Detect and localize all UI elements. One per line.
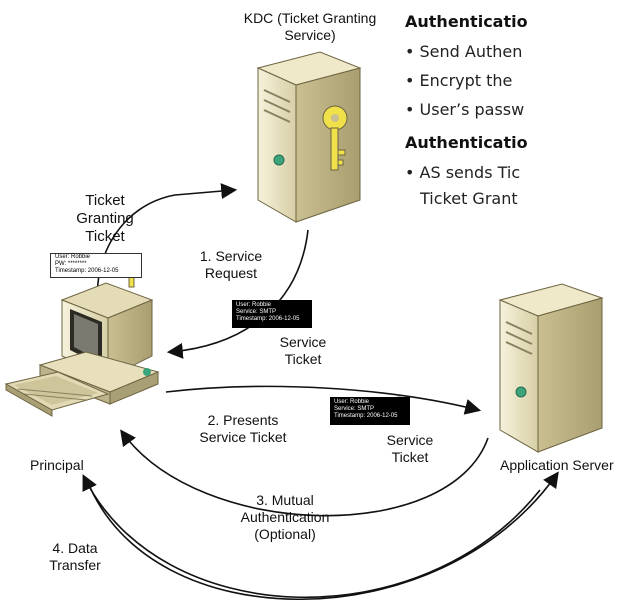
- service-ticket-2-service: Service: SMTP: [334, 406, 375, 412]
- notes-heading-2: Authenticatio: [405, 133, 528, 152]
- step3-line1: 3. Mutual: [256, 492, 314, 508]
- service-ticket-2-label-line1: Service: [386, 432, 434, 448]
- step1-line1: 1. Service: [199, 248, 263, 264]
- tgt-ticket-pw: PW: ********: [55, 261, 87, 267]
- tgt-label-line2: Granting: [76, 210, 134, 227]
- step2-label: 2. Presents Service Ticket: [178, 412, 308, 446]
- principal-label: Principal: [30, 457, 84, 473]
- notes-heading-1: Authenticatio: [405, 12, 528, 31]
- step2-line1: 2. Presents: [207, 412, 279, 428]
- notes-bullet-1: • Send Authen: [405, 42, 523, 61]
- service-ticket-2-label-line2: Ticket: [391, 449, 429, 465]
- service-ticket-2-user: User: Robbie: [334, 399, 370, 405]
- service-ticket-2-card: User: Robbie Service: SMTP Timestamp: 20…: [330, 397, 410, 425]
- arrow-present-ticket: [165, 385, 482, 415]
- notes-bullet-5: Ticket Grant: [420, 189, 518, 208]
- kdc-label-line2: Service): [284, 27, 336, 43]
- tgt-label-line3: Ticket: [85, 228, 125, 245]
- notes-bullet-3: • User’s passw: [405, 100, 525, 119]
- service-ticket-1-user: User: Robbie: [236, 302, 272, 308]
- service-ticket-2-label: Service Ticket: [375, 432, 445, 466]
- arrow-mutual-authentication: [120, 429, 489, 517]
- kdc-server-icon: [256, 51, 362, 223]
- arrow-data-transfer-right: [86, 471, 559, 601]
- notes-bullet-2: • Encrypt the: [405, 71, 513, 90]
- step4-line2: Transfer: [49, 557, 101, 573]
- step4-line1: 4. Data: [52, 540, 98, 556]
- step1-label: 1. Service Request: [186, 248, 276, 282]
- step3-line3: (Optional): [254, 526, 316, 542]
- tgt-ticket-timestamp: Timestamp: 2006-12-05: [55, 268, 119, 274]
- service-ticket-1-card: User: Robbie Service: SMTP Timestamp: 20…: [232, 300, 312, 328]
- service-ticket-1-label: Service Ticket: [268, 334, 338, 368]
- service-ticket-1-label-line2: Ticket: [284, 351, 322, 367]
- service-ticket-2-timestamp: Timestamp: 2006-12-05: [334, 413, 398, 419]
- app-server-label: Application Server: [500, 457, 614, 473]
- step3-line2: Authentication: [240, 509, 330, 525]
- service-ticket-1-service: Service: SMTP: [236, 309, 277, 315]
- service-ticket-1-timestamp: Timestamp: 2006-12-05: [236, 316, 300, 322]
- step4-label: 4. Data Transfer: [40, 540, 110, 574]
- step2-line2: Service Ticket: [199, 429, 287, 445]
- kdc-label-line1: KDC (Ticket Granting: [243, 10, 377, 26]
- tgt-ticket-user: User: Robbie: [55, 254, 91, 260]
- principal-computer-icon: [4, 282, 160, 417]
- arrow-data-transfer-left: [82, 474, 541, 599]
- kdc-label: KDC (Ticket Granting Service): [238, 10, 382, 44]
- tgt-label-line1: Ticket: [85, 192, 125, 209]
- tgt-ticket-card: User: Robbie PW: ******** Timestamp: 200…: [50, 253, 142, 278]
- service-ticket-1-label-line1: Service: [279, 334, 327, 350]
- step3-label: 3. Mutual Authentication (Optional): [220, 492, 350, 543]
- step1-line2: Request: [204, 265, 258, 281]
- application-server-icon: [498, 283, 604, 453]
- tgt-label: Ticket Granting Ticket: [70, 192, 140, 246]
- notes-bullet-4: • AS sends Tic: [405, 163, 521, 182]
